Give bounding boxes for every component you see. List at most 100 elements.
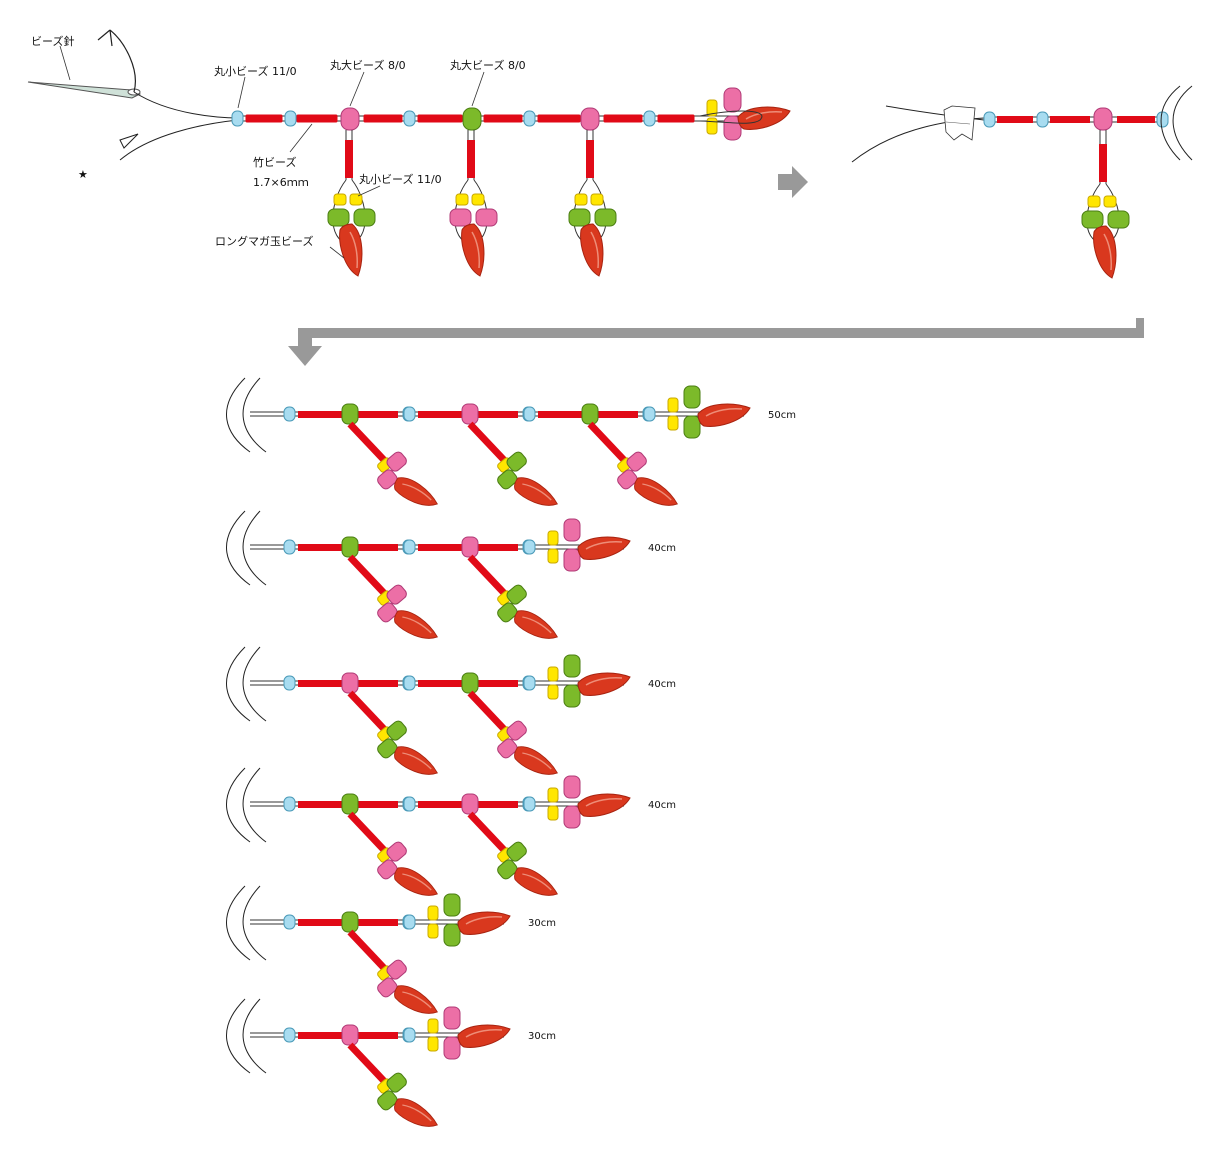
- round-large-bead: [386, 841, 407, 862]
- round-large-bead: [723, 87, 742, 113]
- round-large-bead: [563, 805, 581, 829]
- round-small-bead: [403, 675, 416, 691]
- label-round-large: 丸大ビーズ 8/0: [450, 58, 526, 72]
- label-round-small: 丸小ビーズ 11/0: [359, 172, 442, 186]
- round-small-yellow-bead: [706, 99, 718, 117]
- long-magatama-bead: [577, 672, 631, 697]
- label-bugle-size: 1.7×6ｍｍ: [253, 176, 309, 189]
- round-large-bead: [563, 518, 581, 542]
- strand-row: 30cm: [226, 998, 556, 1139]
- bugle-bead: [417, 114, 463, 123]
- bugle-bead: [467, 690, 507, 732]
- bugle-bead: [347, 811, 387, 853]
- round-large-bead: [341, 403, 359, 425]
- round-large-bead: [497, 859, 518, 880]
- long-magatama-bead: [577, 536, 631, 561]
- strand-row: 40cm: [226, 510, 676, 651]
- round-small-yellow-bead: [547, 548, 559, 564]
- strand-row: 30cm: [226, 885, 556, 1026]
- round-small-yellow-bead: [547, 787, 559, 803]
- round-small-yellow-bead: [706, 117, 718, 135]
- bugle-bead: [363, 114, 403, 123]
- break-mark-icon: [1160, 85, 1193, 161]
- bugle-bead: [483, 114, 523, 123]
- round-large-bead: [386, 451, 407, 472]
- round-large-bead: [497, 602, 518, 623]
- bugle-bead: [478, 801, 518, 808]
- break-mark-icon: [226, 377, 267, 453]
- bugle-bead: [358, 1032, 398, 1039]
- bugle-bead: [418, 801, 462, 808]
- round-small-bead: [403, 110, 416, 127]
- round-large-bead: [506, 720, 527, 741]
- bugle-bead: [296, 114, 338, 123]
- round-small-yellow-bead: [427, 905, 439, 921]
- round-small-bead: [523, 539, 536, 555]
- next-step-arrow-icon: [778, 166, 808, 198]
- round-small-bead: [523, 110, 536, 127]
- round-large-bead: [506, 451, 527, 472]
- bugle-bead: [538, 411, 582, 418]
- round-small-bead: [403, 406, 416, 422]
- long-magatama-bead: [457, 911, 511, 936]
- bugle-bead: [418, 411, 462, 418]
- strand-length-label: 50cm: [768, 410, 796, 421]
- round-large-bead: [461, 672, 479, 694]
- round-large-bead: [461, 403, 479, 425]
- round-large-bead: [563, 684, 581, 708]
- label-needle: ビーズ針: [31, 34, 74, 48]
- round-large-bead: [341, 911, 359, 933]
- long-magatama-bead: [390, 603, 441, 651]
- bugle-bead: [298, 1032, 342, 1039]
- round-small-bead: [523, 796, 536, 812]
- round-large-bead: [563, 654, 581, 678]
- round-small-yellow-bead: [547, 530, 559, 546]
- round-large-bead: [581, 403, 599, 425]
- round-small-bead: [643, 406, 656, 422]
- bugle-bead: [358, 919, 398, 926]
- strand-length-label: 30cm: [528, 918, 556, 929]
- round-large-bead: [497, 738, 518, 759]
- round-large-bead: [462, 107, 482, 131]
- round-large-bead: [443, 1006, 461, 1030]
- round-large-bead: [377, 977, 398, 998]
- round-large-bead: [340, 107, 360, 131]
- round-large-bead: [377, 1090, 398, 1111]
- round-small-yellow-bead: [427, 1036, 439, 1052]
- round-small-bead: [283, 406, 296, 422]
- long-magatama-bead: [577, 793, 631, 818]
- bugle-bead: [587, 421, 627, 463]
- continue-arrow-icon: [288, 318, 1144, 366]
- bugle-bead: [358, 801, 398, 808]
- long-magatama-bead: [697, 403, 751, 428]
- label-round-large: 丸大ビーズ 8/0: [330, 58, 406, 72]
- round-large-bead: [386, 959, 407, 980]
- long-magatama-bead: [390, 1091, 441, 1139]
- round-small-bead: [283, 796, 296, 812]
- bugle-bead: [245, 114, 283, 123]
- round-small-yellow-bead: [547, 684, 559, 700]
- bugle-bead: [298, 801, 342, 808]
- round-large-bead: [377, 859, 398, 880]
- long-magatama-bead: [737, 106, 791, 131]
- bugle-bead: [298, 680, 342, 687]
- step2-illustration: [851, 85, 1193, 279]
- long-magatama-bead: [510, 739, 561, 787]
- bugle-bead: [603, 114, 643, 123]
- label-round-small: 丸小ビーズ 11/0: [214, 64, 297, 78]
- round-large-bead: [506, 584, 527, 605]
- bugle-bead: [467, 811, 507, 853]
- strand-length-label: 40cm: [648, 679, 676, 690]
- round-large-bead: [683, 415, 701, 439]
- round-small-bead: [231, 110, 244, 127]
- bugle-bead: [298, 411, 342, 418]
- round-small-bead: [403, 796, 416, 812]
- round-large-bead: [386, 1072, 407, 1093]
- round-small-yellow-bead: [547, 666, 559, 682]
- round-small-bead: [403, 539, 416, 555]
- round-small-bead: [523, 675, 536, 691]
- bugle-bead: [358, 680, 398, 687]
